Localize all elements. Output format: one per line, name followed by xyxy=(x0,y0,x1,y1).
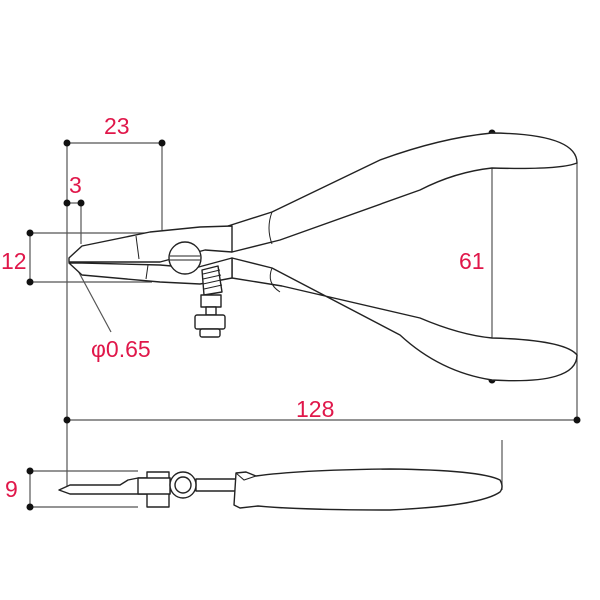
dot xyxy=(26,503,34,511)
dim-label-23: 23 xyxy=(104,113,130,139)
dim-label-3: 3 xyxy=(69,172,82,198)
side-sleeve-edge xyxy=(235,472,257,481)
dim-label-tip-diameter: φ0.65 xyxy=(91,336,151,362)
dot xyxy=(63,139,71,147)
dot xyxy=(26,278,34,286)
side-handle xyxy=(233,468,503,511)
side-pivot-inner xyxy=(174,476,192,494)
dot xyxy=(158,139,166,147)
pivot-screw xyxy=(168,241,202,275)
adjuster-cap xyxy=(199,328,221,338)
upper-sleeve-edge xyxy=(268,211,273,245)
spring-coils xyxy=(202,269,223,290)
dot xyxy=(573,416,581,424)
side-joint-block xyxy=(137,477,171,495)
dim-label-9: 9 xyxy=(5,476,18,502)
lower-jaw xyxy=(68,257,233,285)
jaw-step-line xyxy=(135,235,140,260)
pliers-side-view xyxy=(58,468,503,511)
upper-handle xyxy=(227,132,578,253)
adjuster-stem xyxy=(205,306,217,316)
dot xyxy=(77,199,85,207)
dot xyxy=(26,229,34,237)
dimension-lines xyxy=(29,133,578,508)
diameter-leader-line xyxy=(75,266,112,333)
side-shaft xyxy=(195,478,237,492)
lower-sleeve-edge xyxy=(269,267,281,293)
dim-label-128: 128 xyxy=(296,396,335,422)
dimension-dots xyxy=(26,129,581,511)
dim-label-12: 12 xyxy=(1,248,27,274)
jaw-step-line xyxy=(145,264,149,280)
dot xyxy=(63,416,71,424)
adjuster-knob xyxy=(194,314,226,330)
lower-handle xyxy=(231,257,578,382)
dim-label-61: 61 xyxy=(459,248,485,274)
dot xyxy=(26,467,34,475)
upper-jaw xyxy=(68,225,233,263)
dot xyxy=(63,199,71,207)
adjuster-body xyxy=(200,294,222,308)
pliers-top-view xyxy=(68,132,578,382)
